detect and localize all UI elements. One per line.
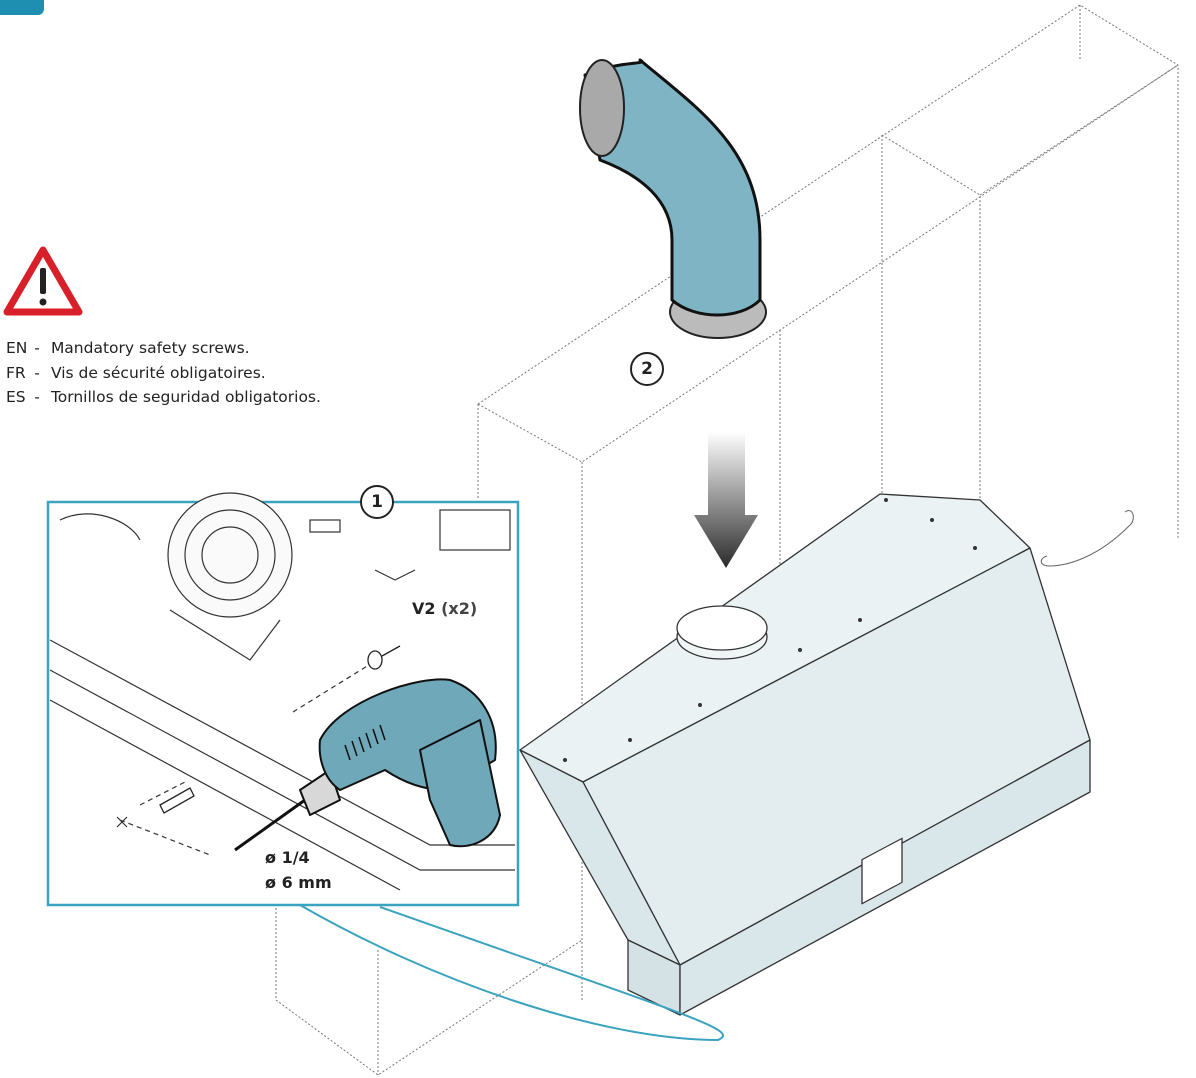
warning-line-en: EN- Mandatory safety screws. [6,339,250,357]
hood-screws [563,498,977,762]
step-number-1: 1 [360,485,394,519]
drill-target-mark [116,816,128,828]
callout-connector [299,904,724,1042]
screw-label: V2 (x2) [410,599,480,618]
drill-size-label: ø 1/4 ø 6 mm [265,845,332,895]
drill-size-inch: ø 1/4 [265,848,310,867]
screw-icon [367,645,401,670]
step-number-2: 2 [630,352,664,386]
warning-line-es: ES- Tornillos de seguridad obligatorios. [6,388,321,406]
duct-elbow [579,58,767,339]
warning-line-fr: FR- Vis de sécurité obligatoires. [6,363,266,382]
drill-size-mm: ø 6 mm [265,873,332,892]
warning-triangle-icon [3,246,83,316]
safety-warning: EN- Mandatory safety screws. FR- Vis de … [6,336,366,410]
wall-plug-icon [159,787,195,814]
drill-icon [234,678,501,852]
range-hood [519,493,1091,1016]
callout-detail [49,492,515,891]
down-arrow-icon [694,432,758,568]
step-badge [0,0,44,15]
